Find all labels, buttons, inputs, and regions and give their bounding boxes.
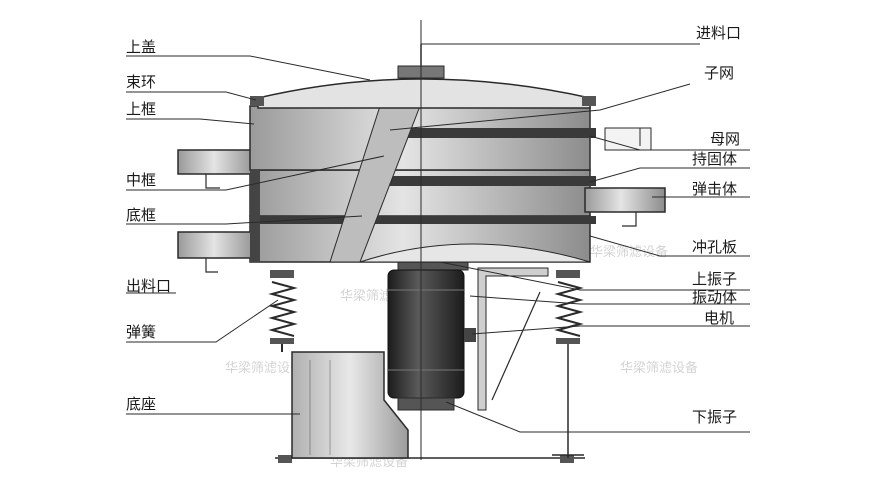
spring-right	[552, 270, 584, 458]
top-cover-shape	[250, 44, 596, 109]
label-spring: 弹簧	[126, 323, 157, 341]
bottom-frame-shape	[177, 215, 591, 273]
spring-left	[268, 270, 298, 352]
label-clamp-ring: 束环	[126, 73, 157, 91]
label-middle-frame: 中框	[126, 171, 157, 189]
leader-lines-left	[126, 55, 385, 415]
label-main-mesh: 母网	[710, 130, 741, 148]
label-lower-weight: 下振子	[692, 408, 738, 426]
label-holder: 持固体	[692, 150, 738, 168]
label-upper-frame: 上框	[126, 100, 157, 118]
label-upper-weight: 上振子	[692, 270, 738, 288]
watermark-text: 华梁筛滤设备	[225, 360, 303, 376]
label-inlet: 进料口	[696, 24, 742, 42]
label-motor: 电机	[704, 309, 735, 327]
label-punched-plate: 冲孔板	[692, 238, 738, 256]
label-vibrator-body: 振动体	[692, 288, 738, 306]
label-striker: 弹击体	[692, 180, 738, 198]
label-base: 底座	[126, 395, 157, 413]
base-shape	[291, 351, 409, 459]
label-bottom-frame: 底框	[126, 206, 157, 224]
label-top-cover: 上盖	[126, 38, 157, 56]
label-outlet: 出料口	[126, 277, 172, 295]
motor-shape	[387, 255, 476, 411]
label-sub-mesh: 子网	[704, 64, 735, 82]
motor-frame	[477, 267, 549, 411]
leader-lines-right	[389, 43, 750, 433]
mesh-bands	[250, 128, 596, 262]
watermark-text: 华梁筛滤设备	[620, 360, 698, 376]
watermark-text: 华梁筛滤设备	[590, 244, 668, 260]
